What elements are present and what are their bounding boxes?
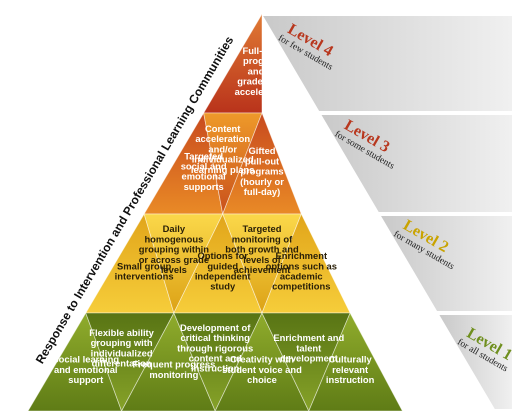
cell-label-line: relevant bbox=[332, 364, 368, 375]
cell-label-line: Frequent progress bbox=[132, 359, 215, 370]
cell-label-line: and/or bbox=[208, 143, 237, 154]
cell-label-line: pull-out bbox=[245, 155, 279, 166]
cell-label-line: Content bbox=[205, 123, 240, 134]
cell-label-line: critical thinking bbox=[181, 332, 251, 343]
cell-label-line: competitions bbox=[272, 281, 330, 292]
cell-label-line: both growth and bbox=[225, 244, 299, 255]
cell-label-line: talent bbox=[296, 342, 321, 353]
cell-label-line: program bbox=[243, 55, 281, 66]
cell-label-line: full-day) bbox=[244, 186, 280, 197]
cell-label-line: Options for bbox=[197, 250, 248, 261]
cell-label-line: acceleration bbox=[235, 86, 290, 97]
cell-label-line: Culturally bbox=[328, 354, 372, 365]
cell-label-line: monitoring of bbox=[232, 233, 293, 244]
cell-label-line: grade-level bbox=[237, 76, 287, 87]
cell-label-line: programs bbox=[240, 166, 283, 177]
cell-label-line: achievement bbox=[234, 264, 291, 275]
cell-label-line: support bbox=[68, 374, 103, 385]
cell-label-line: levels bbox=[161, 264, 187, 275]
cell-label-line: levels of bbox=[243, 254, 281, 265]
cell-label-line: acceleration bbox=[195, 133, 250, 144]
cell-label-line: Targeted bbox=[243, 223, 282, 234]
cell-label-line: instruction bbox=[326, 374, 375, 385]
cell-label-line: grouping with bbox=[91, 337, 153, 348]
cell-label-line: or across grade bbox=[139, 254, 209, 265]
cell-label-line: and emotional bbox=[54, 364, 118, 375]
cell-label-line: Creativity with bbox=[230, 354, 294, 365]
cell-label-line: (hourly or bbox=[240, 176, 284, 187]
cell-label-line: social and bbox=[181, 160, 227, 171]
cell-label-line: options such as bbox=[266, 260, 337, 271]
cell-label-line: and/or bbox=[248, 65, 277, 76]
level-band-4 bbox=[263, 16, 512, 111]
cell-label-line: choice bbox=[247, 374, 277, 385]
level-bands bbox=[263, 16, 512, 409]
cell-label-line: Gifted bbox=[248, 145, 275, 156]
cell-label-line: differentation bbox=[92, 358, 152, 369]
cell-label-line: through rigorous bbox=[177, 342, 253, 353]
cell-label-line: Targeted bbox=[184, 150, 223, 161]
cell-label-line: individualized bbox=[192, 154, 254, 165]
cell-label-line: supports bbox=[184, 181, 224, 192]
cell-label-line: Full-time bbox=[242, 45, 281, 56]
pyramid-cell-level-1-7 bbox=[308, 312, 403, 411]
cell-label-line: content and bbox=[189, 352, 242, 363]
cell-label-line: grouping within bbox=[139, 244, 210, 255]
cell-label-line: instruction bbox=[191, 363, 240, 374]
cell-label-line: monitoring bbox=[149, 369, 198, 380]
cell-label-line: Enrichment bbox=[276, 250, 328, 261]
cell-label-line: independent bbox=[195, 271, 251, 282]
pyramid bbox=[27, 12, 403, 411]
cell-label-line: academic bbox=[280, 271, 323, 282]
level-band-2 bbox=[381, 216, 512, 311]
cell-label-line: development bbox=[280, 352, 338, 363]
cell-label-line: study bbox=[210, 281, 236, 292]
cell-label-line: emotional bbox=[182, 171, 226, 182]
cell-label-line: student voice and bbox=[222, 364, 302, 375]
cell-label-line: interventions bbox=[115, 271, 174, 282]
cell-label-line: homogenous bbox=[144, 233, 203, 244]
cell-label-line: Flexible ability bbox=[89, 327, 154, 338]
cell-label-line: Enrichment and bbox=[273, 332, 344, 343]
cell-label-line: Social learning bbox=[52, 354, 119, 365]
cell-label-line: Development of bbox=[180, 322, 251, 333]
cell-label-line: Small group bbox=[117, 260, 171, 271]
level-band-1 bbox=[439, 315, 512, 409]
cell-label-line: guided bbox=[207, 260, 238, 271]
cell-label-line: learning plans bbox=[191, 164, 255, 175]
cell-label-line: individualized bbox=[91, 347, 153, 358]
level-band-3 bbox=[321, 115, 512, 212]
cell-label-line: Daily bbox=[163, 223, 186, 234]
